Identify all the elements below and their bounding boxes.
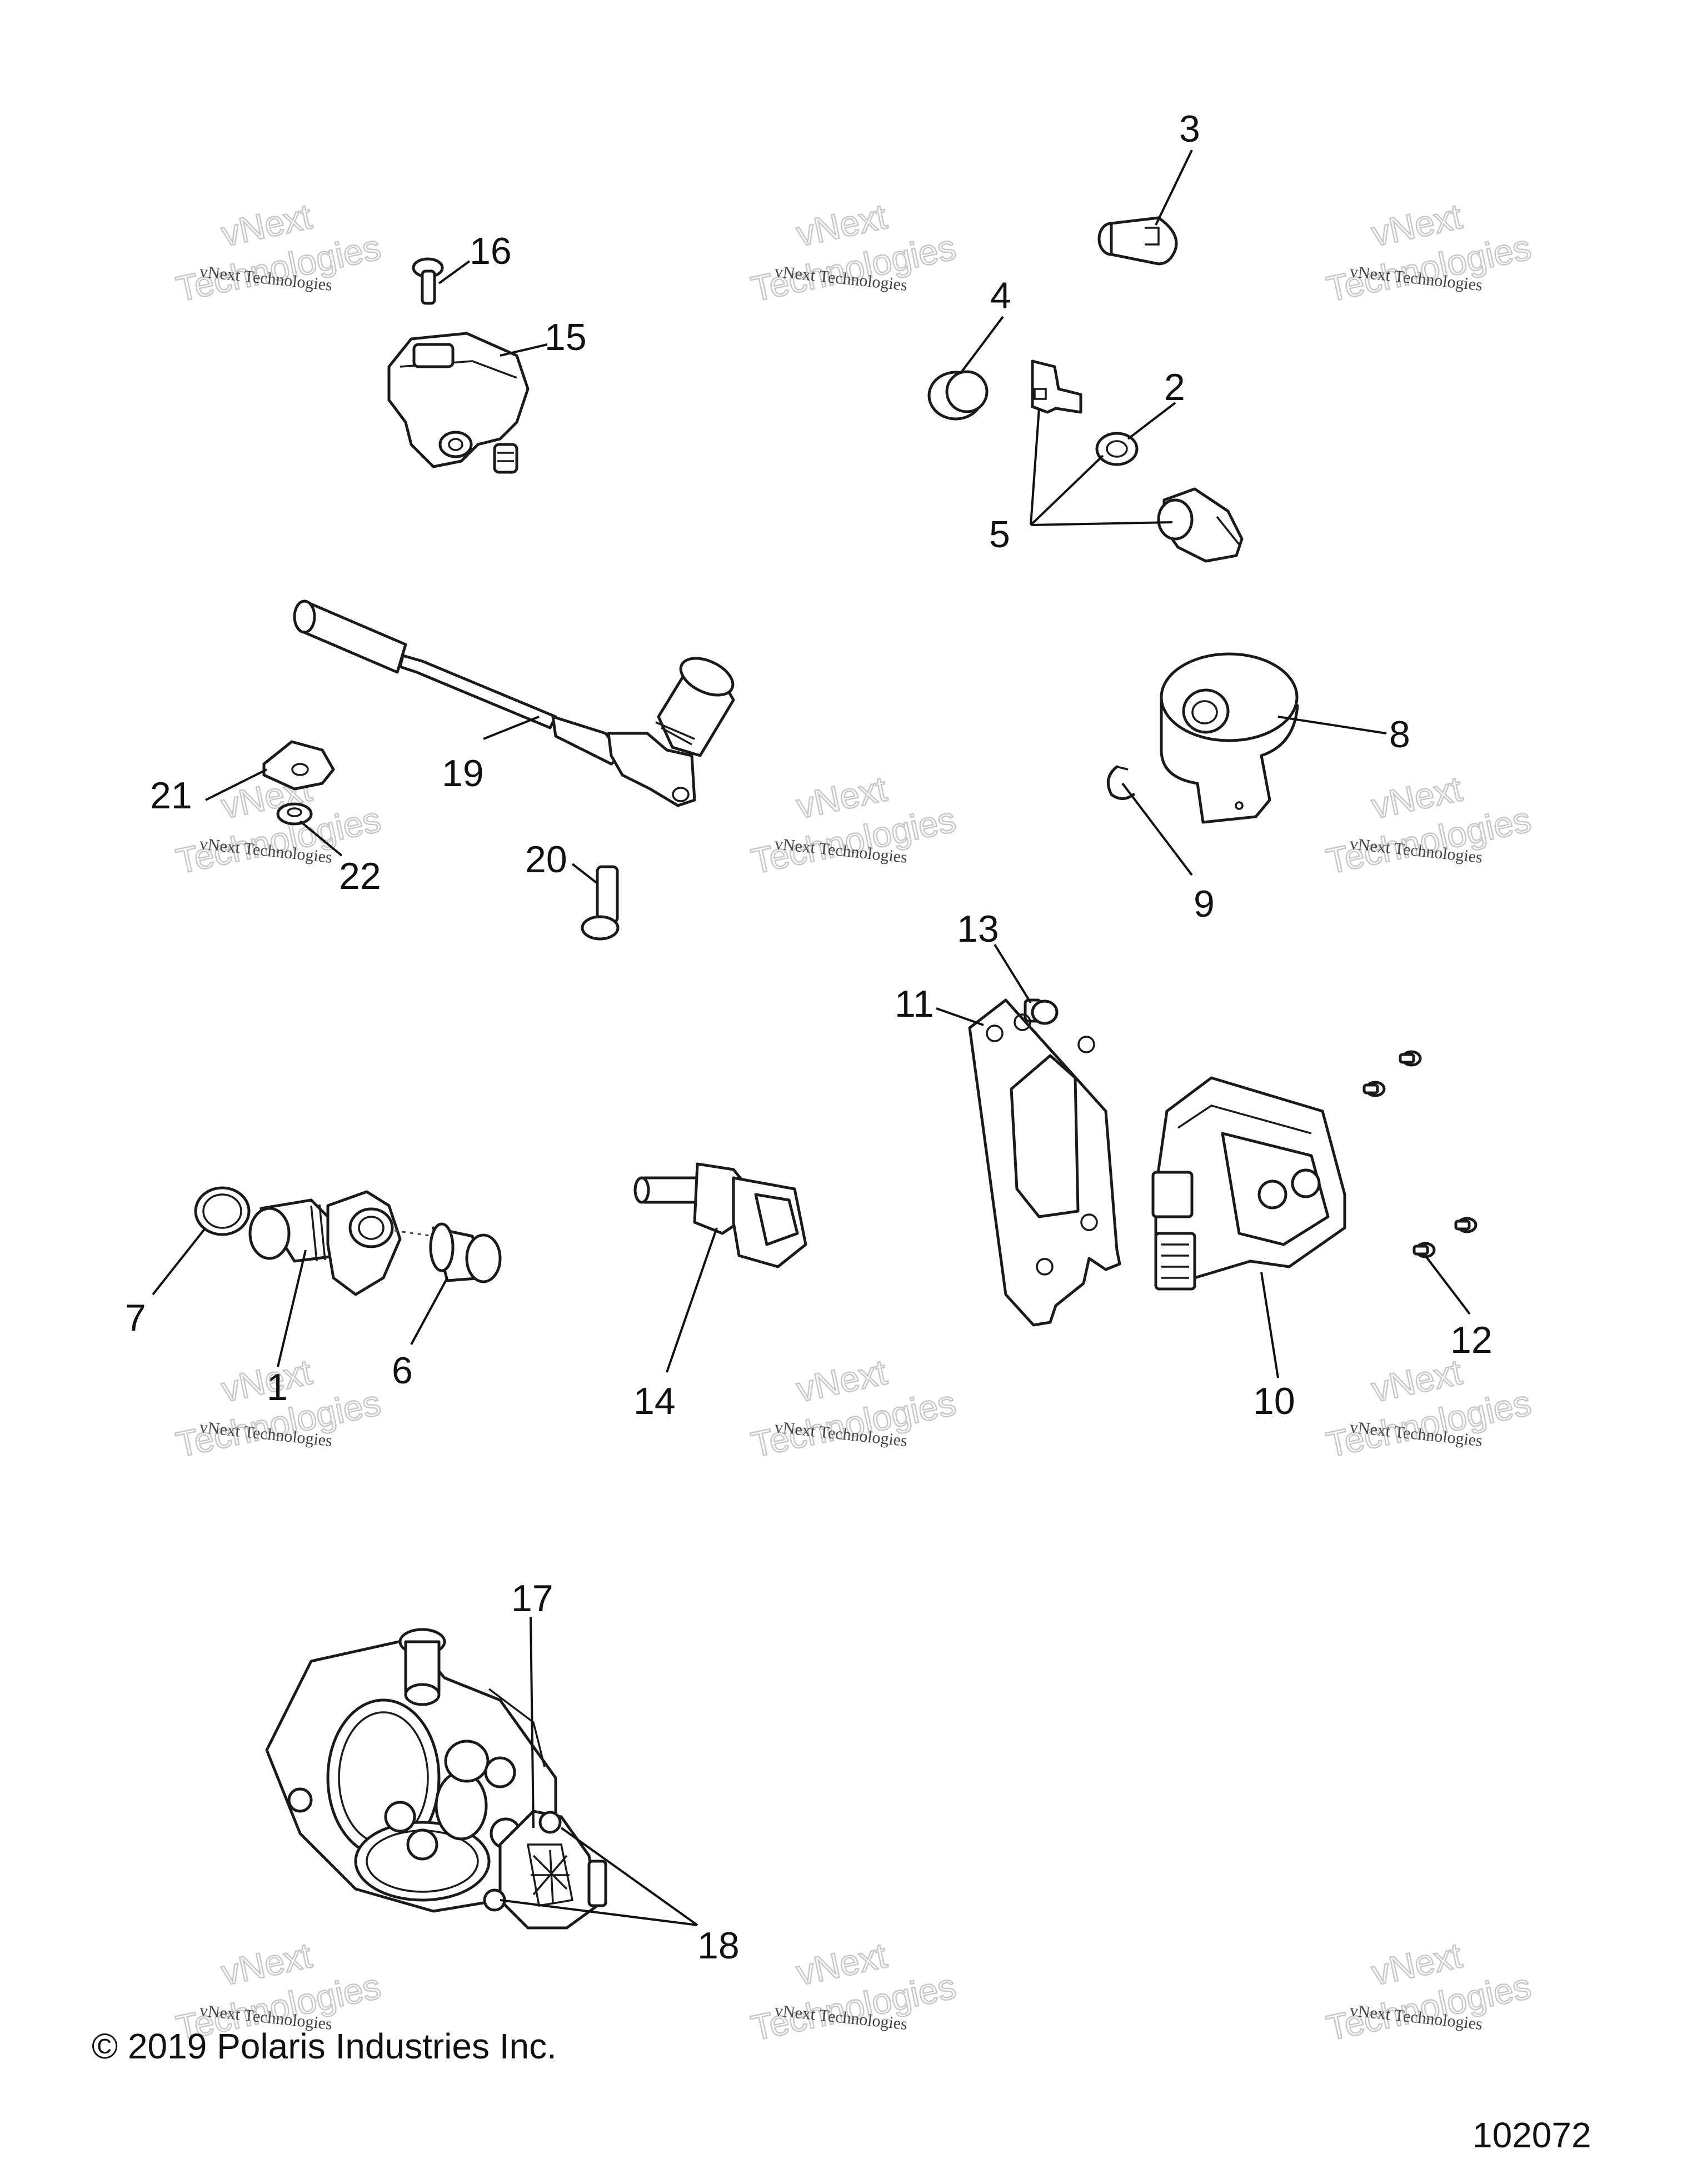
part-5-clip (1031, 359, 1082, 414)
callout-6: 6 (392, 1350, 413, 1392)
callout-11: 11 (895, 983, 934, 1025)
callout-22: 22 (339, 855, 381, 897)
callout-10: 10 (1253, 1380, 1295, 1422)
leader-11 (936, 1007, 984, 1026)
part-2-washer (1095, 432, 1139, 466)
part-11-bracket (968, 998, 1121, 1327)
leader-20 (571, 863, 598, 884)
part-21-clamp (262, 740, 335, 791)
part-10-ecu (1151, 1076, 1346, 1291)
leader-lines (152, 149, 1471, 1926)
part-12-screw (1412, 1242, 1436, 1258)
part-7-o-ring (194, 1186, 251, 1236)
leader-18 (500, 1827, 698, 1926)
leader-2 (1127, 402, 1176, 440)
leader-10 (1260, 1272, 1279, 1378)
callout-3: 3 (1179, 108, 1200, 150)
part-1-cam-sensor (248, 1190, 402, 1296)
part-12-screw (1454, 1217, 1478, 1233)
copyright-notice: © 2019 Polaris Industries Inc. (92, 2026, 557, 2066)
part-13-bolt (1024, 998, 1059, 1025)
callout-4: 4 (990, 274, 1011, 317)
callout-numbers: 3 16 4 15 2 5 8 19 21 22 20 9 13 11 7 12… (125, 108, 1493, 1967)
part-17-throttle-body (265, 1628, 607, 1930)
callout-17: 17 (511, 1577, 553, 1620)
leader-16 (438, 260, 471, 284)
leader-3 (1155, 149, 1193, 226)
callout-21: 21 (150, 774, 192, 817)
callout-12: 12 (1450, 1319, 1493, 1361)
leader-21 (205, 768, 267, 801)
leader-4 (960, 316, 1004, 373)
callout-5: 5 (989, 513, 1010, 556)
part-22-nut (276, 802, 313, 826)
leader-6 (410, 1277, 448, 1345)
callout-8: 8 (1389, 713, 1410, 756)
part-20-bolt (581, 865, 620, 941)
leader-13 (994, 943, 1032, 1004)
part-15-map-sensor (387, 332, 530, 474)
part-19-speed-sensor (293, 599, 735, 807)
leader-7 (152, 1227, 207, 1296)
callout-20: 20 (525, 838, 567, 881)
leader-12 (1424, 1255, 1471, 1315)
callout-16: 16 (470, 230, 512, 272)
leader-19 (483, 716, 540, 740)
leader-15 (500, 343, 548, 357)
callout-19: 19 (442, 752, 484, 794)
leader-22 (299, 820, 343, 857)
part-4-cap (927, 370, 989, 421)
callout-13: 13 (957, 908, 999, 950)
callout-15: 15 (545, 316, 587, 358)
leader-14 (666, 1227, 718, 1373)
part-5-pressure-sensor (1157, 487, 1244, 563)
leader-9 (1121, 782, 1193, 876)
part-6-spacer (394, 1222, 502, 1283)
leader-5 (1030, 408, 1173, 526)
callout-18: 18 (697, 1925, 740, 1967)
leader-8 (1277, 716, 1387, 734)
callout-7: 7 (125, 1297, 146, 1339)
part-14-temp-sensor (633, 1162, 807, 1268)
leader-17 (530, 1616, 535, 1828)
callout-2: 2 (1164, 366, 1185, 408)
figure-number: 102072 (1473, 2115, 1591, 2155)
leader-1 (277, 1250, 307, 1367)
callout-1: 1 (267, 1366, 288, 1408)
callout-14: 14 (633, 1380, 676, 1422)
part-12-screw (1362, 1081, 1386, 1097)
part-8-knock-sensor (1160, 652, 1299, 824)
callout-9: 9 (1194, 883, 1215, 925)
part-12-screw (1399, 1050, 1422, 1067)
part-3-plug (1097, 216, 1178, 266)
part-16-bolt (412, 257, 444, 305)
